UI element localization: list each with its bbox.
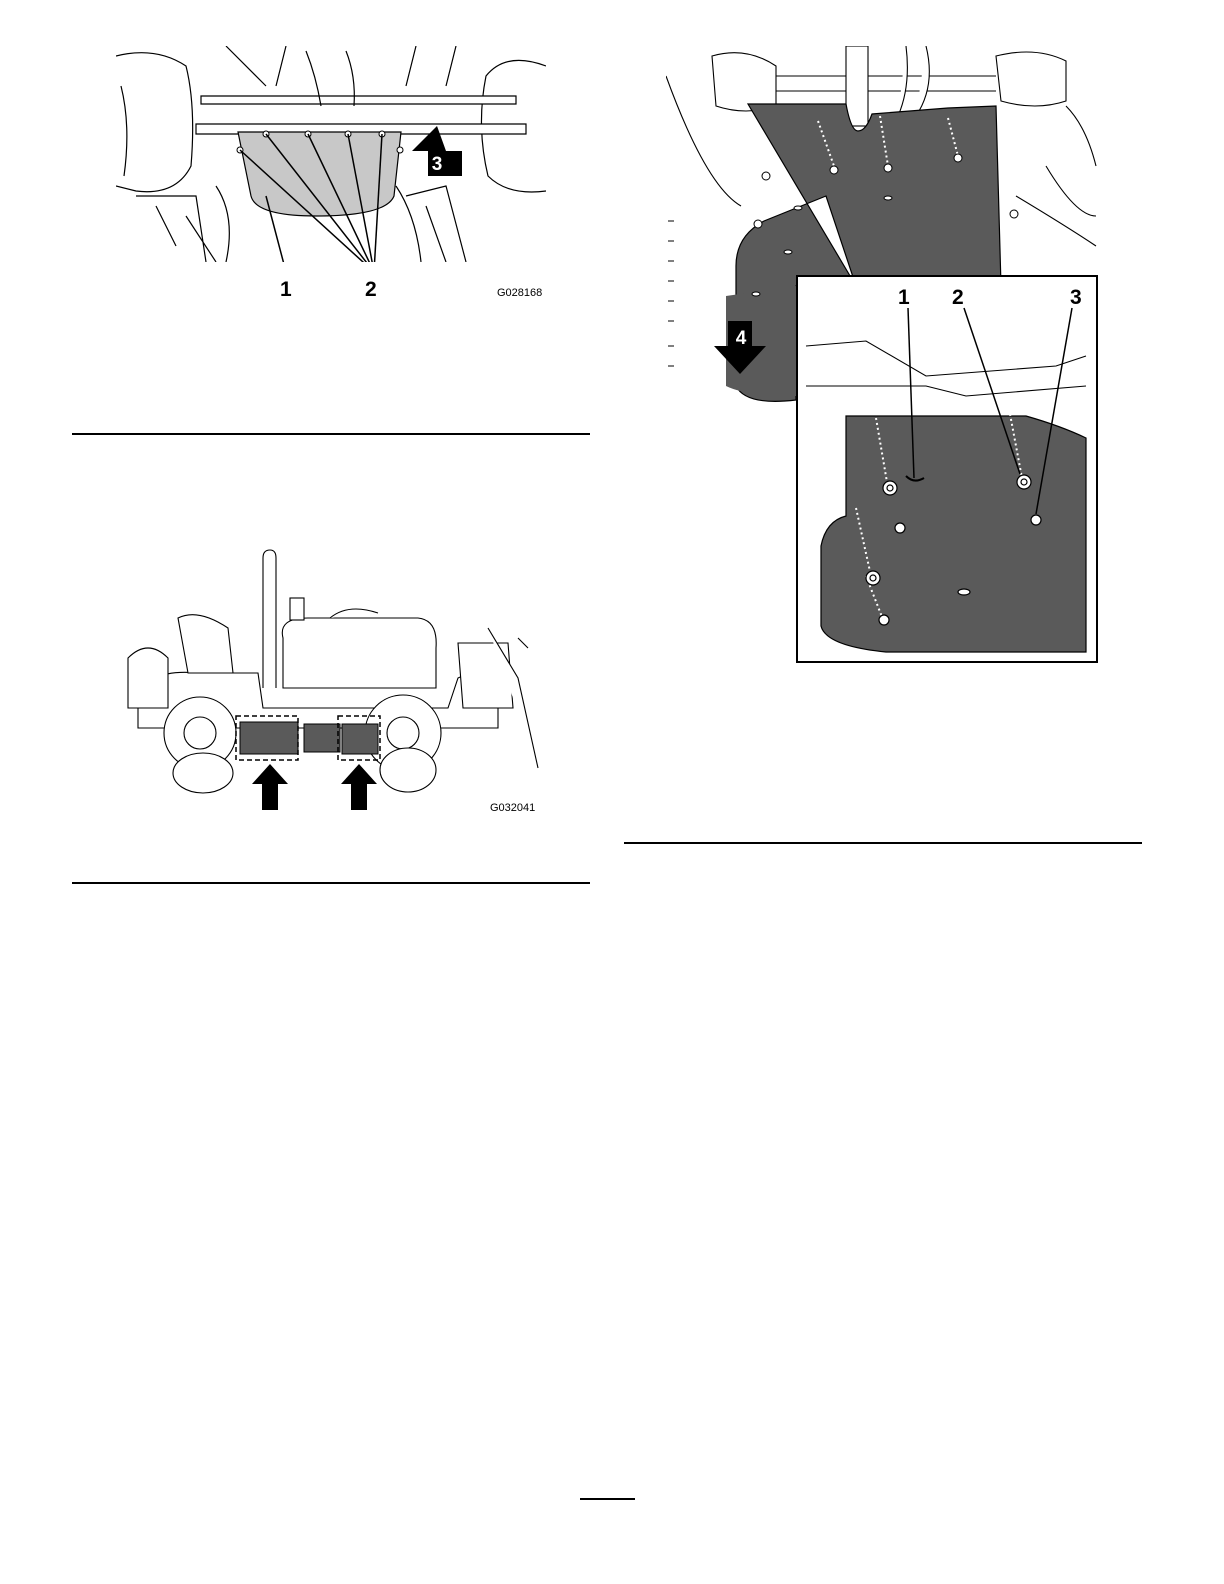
section-divider — [624, 842, 1142, 844]
page-footer-rule — [580, 1498, 635, 1500]
figure-right-arrow-label: 4 — [736, 328, 747, 349]
up-arrow-icon — [341, 764, 377, 810]
section-divider — [72, 433, 590, 435]
figure-underside-front-guard: 3 — [116, 46, 546, 262]
callout-1: 1 — [898, 286, 910, 310]
figure-side-view-drawing — [118, 548, 548, 810]
callout-3: 3 — [1070, 286, 1082, 310]
figure-underside-rear-guard: 4 — [666, 46, 1098, 664]
up-arrow-icon — [252, 764, 288, 810]
figure-top-left-arrow-label: 3 — [432, 154, 443, 175]
callout-2: 2 — [952, 286, 964, 310]
figure-id: G028168 — [497, 287, 542, 299]
callout-1: 1 — [280, 278, 292, 302]
callout-2: 2 — [365, 278, 377, 302]
figure-side-view-machine — [118, 548, 548, 810]
section-divider — [72, 882, 590, 884]
figure-id: G032041 — [490, 802, 535, 814]
figure-underside-front-guard-drawing: 3 — [116, 46, 546, 262]
figure-underside-rear-guard-drawing: 4 — [666, 46, 1098, 664]
